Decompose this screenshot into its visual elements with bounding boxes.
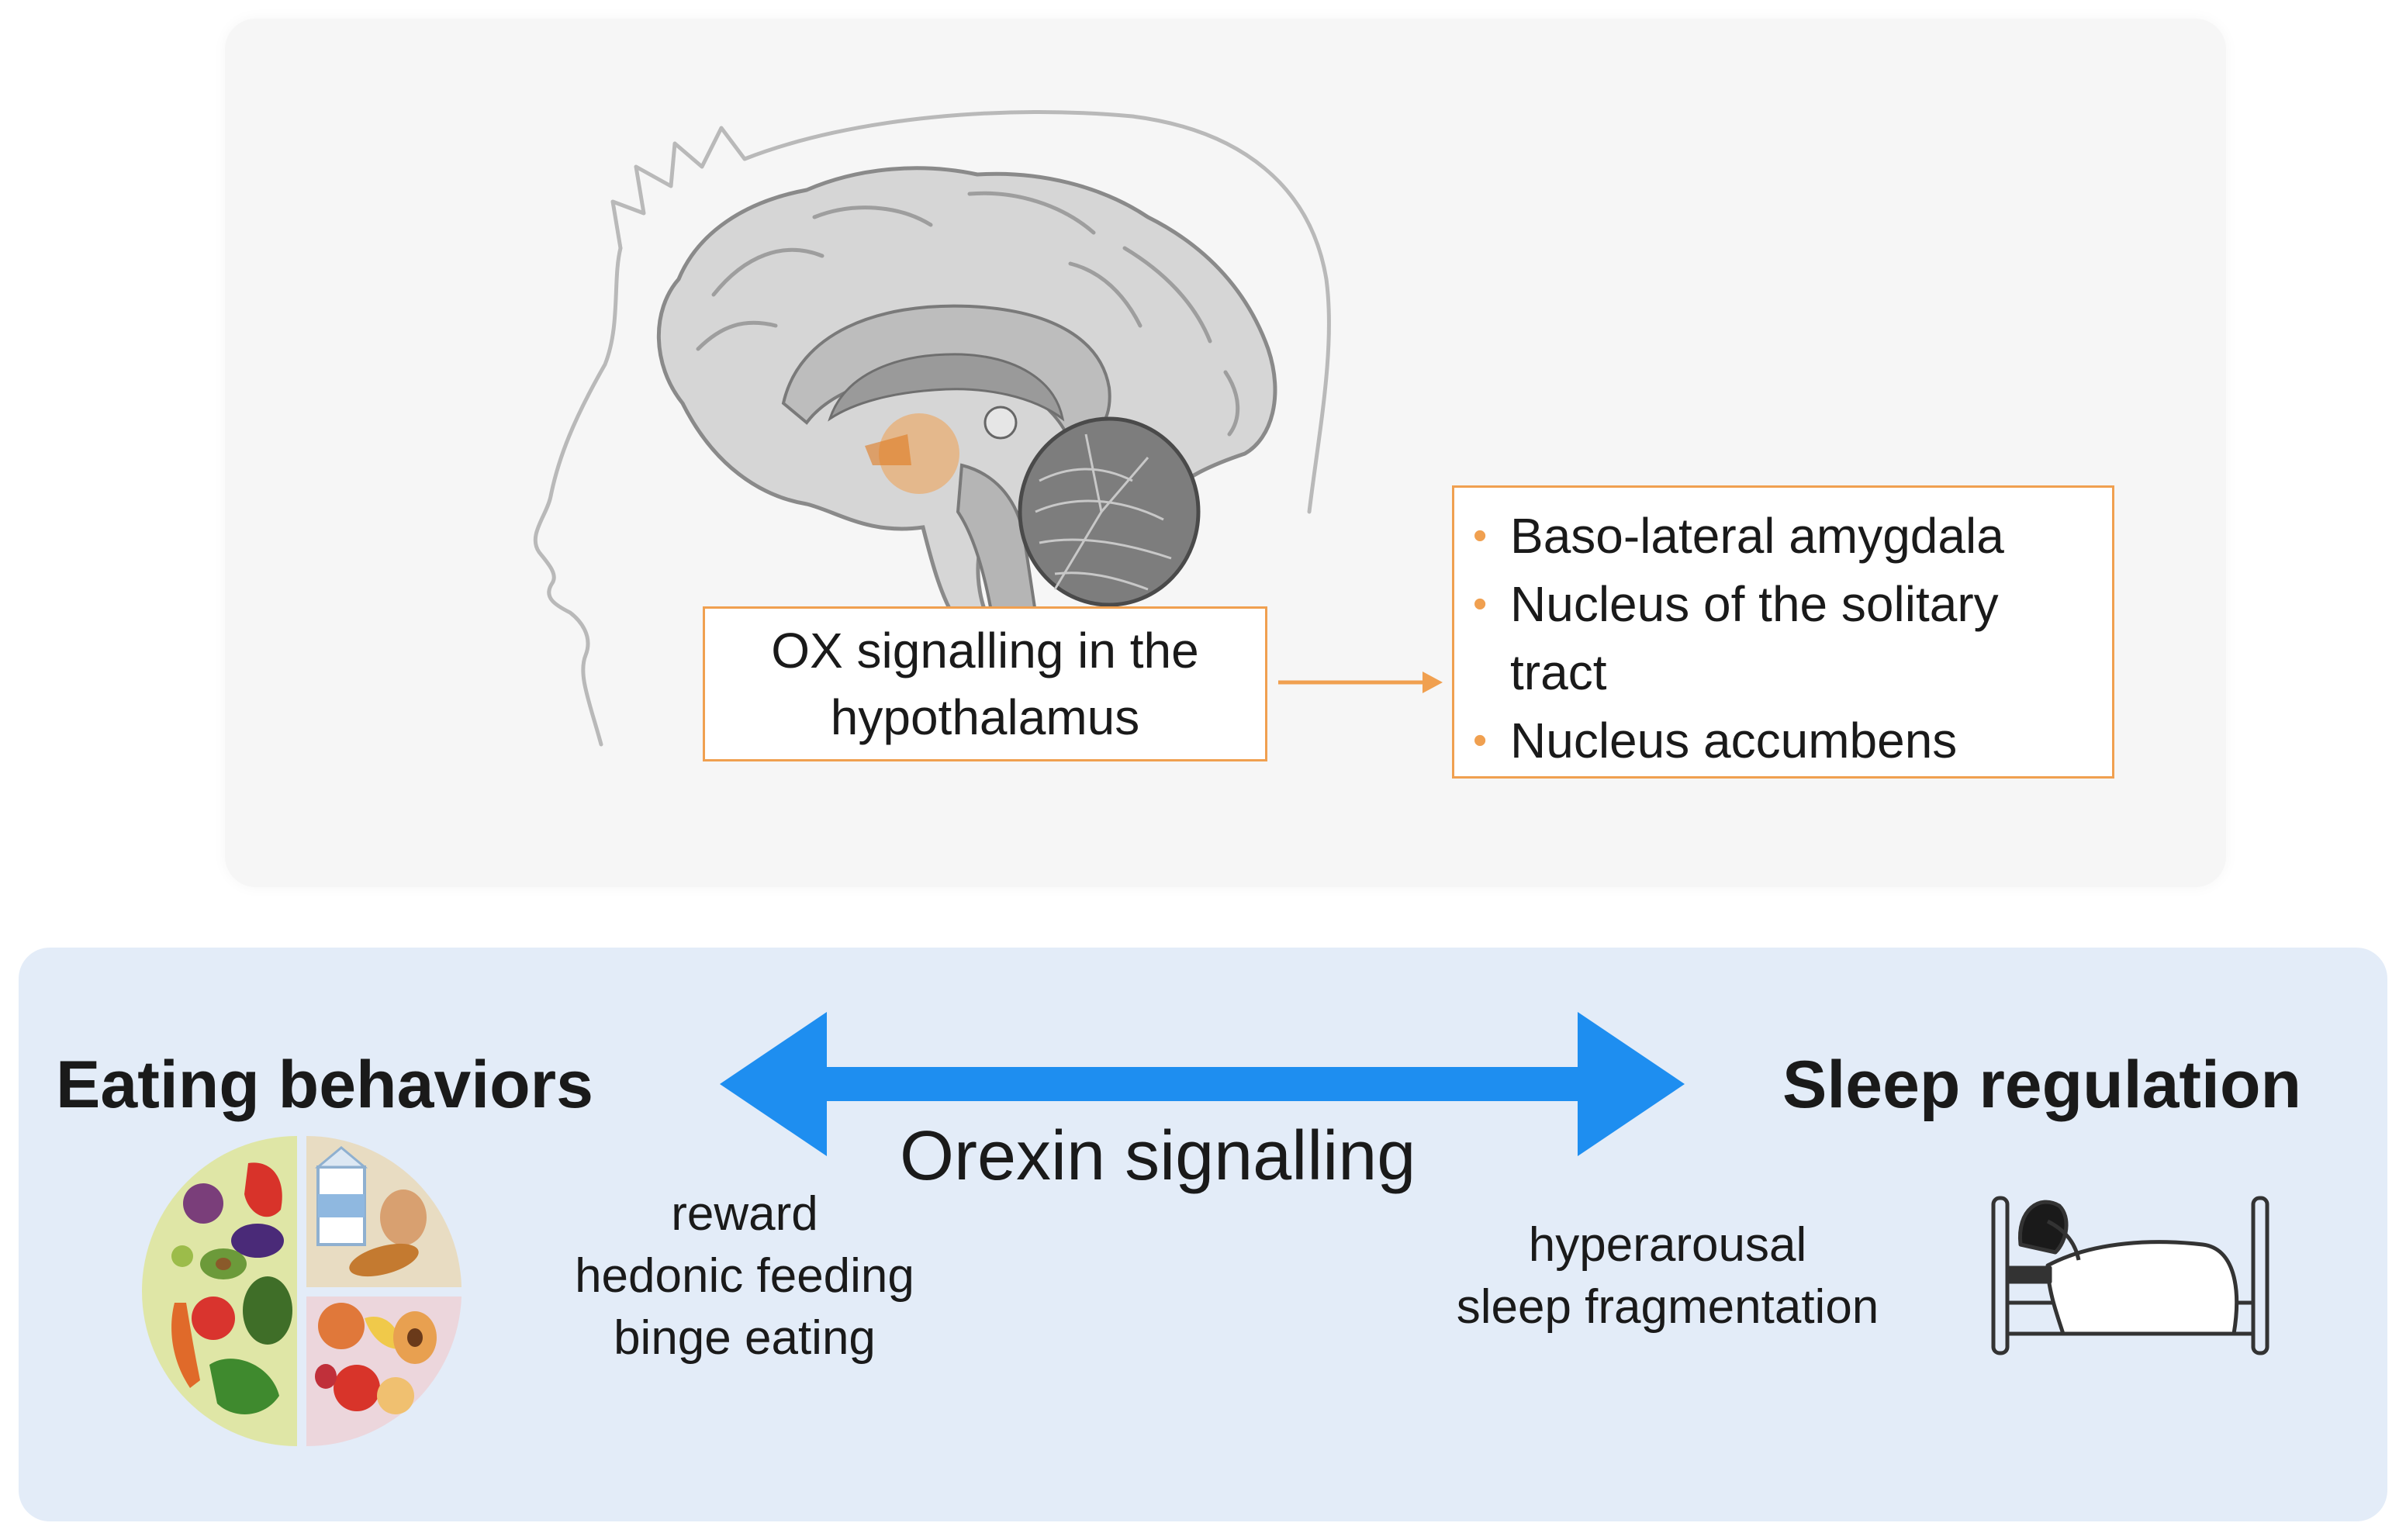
head-outline [533,110,1331,747]
person-in-bed-icon [1991,1196,2269,1355]
eating-effects-list: reward hedonic feeding binge eating [512,1183,977,1369]
food-plate-icon [142,1135,461,1446]
region-item: • Baso-lateral amygdala [1471,502,2103,570]
eating-effect: hedonic feeding [575,1249,914,1303]
sleep-effect: hyperarousal [1528,1218,1807,1272]
hypothalamus-box: OX signalling in the hypothalamus [703,606,1267,761]
eating-behaviors-label: Eating behaviors [56,1048,593,1122]
sleep-effects-list: hyperarousal sleep fragmentation [1412,1214,1924,1338]
region-item: • Nucleus accumbens [1471,706,2103,775]
region-item: • Nucleus of the solitary tract [1471,570,2103,706]
sleep-effect: sleep fragmentation [1456,1280,1879,1334]
bullet-icon: • [1473,718,1488,763]
bullet-icon: • [1473,513,1488,558]
hypothalamus-highlight [879,413,959,494]
region-label: Nucleus accumbens [1510,713,1958,768]
region-label: Baso-lateral amygdala [1510,508,2004,564]
region-label-continued: tract [1510,644,1607,700]
sleep-regulation-label: Sleep regulation [1782,1048,2302,1122]
brain-icon [656,166,1277,630]
orexin-signalling-label: Orexin signalling [900,1117,1416,1195]
bullet-icon: • [1473,582,1488,627]
target-regions-box: • Baso-lateral amygdala • Nucleus of the… [1452,485,2114,779]
cerebellum [1018,416,1201,607]
target-regions-list: • Baso-lateral amygdala • Nucleus of the… [1471,502,2103,775]
region-label: Nucleus of the solitary [1510,576,1999,632]
connector-arrow-icon [1278,672,1443,693]
eating-effect: binge eating [614,1311,876,1365]
eating-effect: reward [671,1187,818,1241]
double-headed-arrow-icon [720,1012,1685,1156]
hypothalamus-line-2: hypothalamus [830,689,1140,745]
hypothalamus-line-1: OX signalling in the [771,623,1199,678]
